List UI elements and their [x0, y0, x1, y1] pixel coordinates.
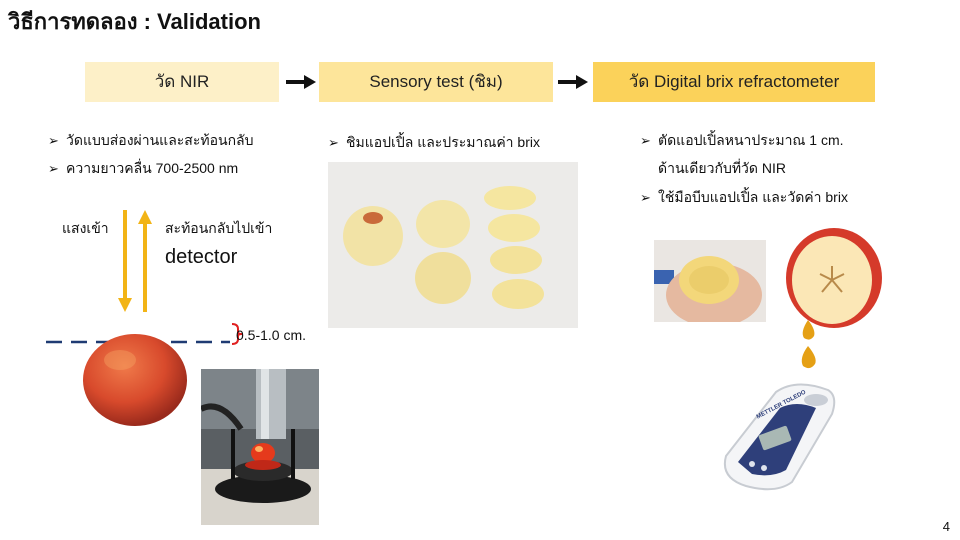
reflect-label: สะท้อนกลับไปเข้า [165, 220, 273, 236]
bullet-item-continued: ด้านเดียวกับที่วัด NIR [658, 160, 787, 176]
step-sensory: Sensory test (ชิม) [319, 62, 553, 102]
right-arrow-icon [558, 75, 588, 89]
detector-label: detector [165, 246, 238, 268]
slide-title: วิธีการทดลอง : Validation [8, 9, 261, 34]
bullet-item: ➢ใช้มือบีบแอปเปิ้ล และวัดค่า brix [640, 189, 848, 205]
apple-half-image [786, 228, 882, 328]
bullet-item: ➢วัดแบบส่องผ่านและสะท้อนกลับ [48, 132, 254, 148]
right-arrow-icon [286, 75, 316, 89]
bullet-item: ➢ตัดแอปเปิ้ลหนาประมาณ 1 cm. [640, 132, 844, 148]
step-brix: วัด Digital brix refractometer [593, 62, 875, 102]
arrow-bullet-icon: ➢ [48, 133, 59, 148]
arrow-bullet-icon: ➢ [640, 133, 651, 148]
bullet-item: ➢ความยาวคลื่น 700-2500 nm [48, 160, 239, 176]
bullet-item: ➢ชิมแอปเปิ้ล และประมาณค่า brix [328, 134, 540, 150]
light-arrows-icon [118, 210, 152, 312]
juice-drop-icon [801, 320, 816, 369]
brix-refractometer-image [724, 383, 836, 491]
arrow-bullet-icon: ➢ [328, 135, 339, 150]
depth-indicator [46, 323, 243, 345]
arrow-bullet-icon: ➢ [48, 161, 59, 176]
arrow-bullet-icon: ➢ [640, 190, 651, 205]
depth-label: 0.5-1.0 cm. [236, 327, 307, 343]
hand-squeeze-image [654, 240, 766, 322]
nir-instrument-image [201, 369, 319, 525]
light-in-label: แสงเข้า [62, 220, 109, 236]
page-number: 4 [942, 519, 950, 534]
step-nir: วัด NIR [85, 62, 279, 102]
peeled-apples-image [328, 162, 578, 328]
apple-image [83, 334, 187, 426]
